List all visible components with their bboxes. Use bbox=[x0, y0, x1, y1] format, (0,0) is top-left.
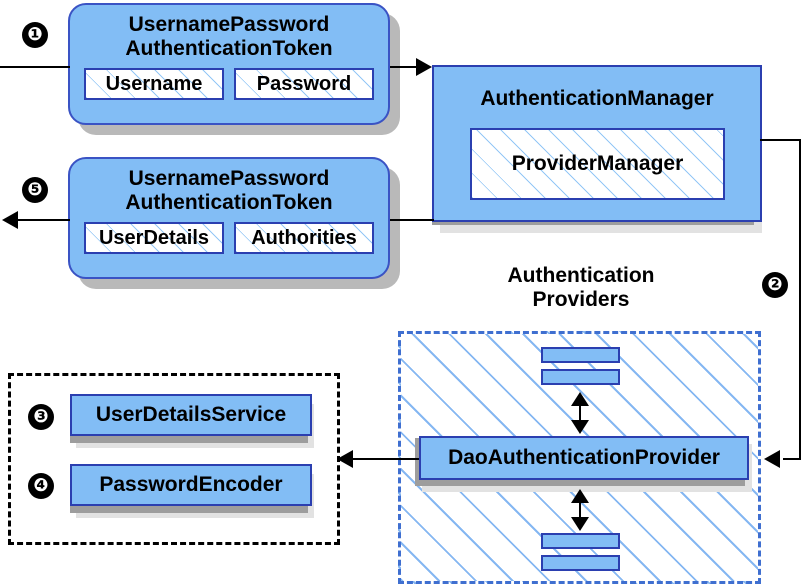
manager-to-provider-arrowhead bbox=[764, 450, 780, 468]
authentication-manager-title: AuthenticationManager bbox=[480, 87, 714, 110]
other-provider-bar-bottom-2[interactable] bbox=[541, 555, 620, 571]
step-badge-5: ❺ bbox=[22, 177, 48, 203]
step-badge-4: ❹ bbox=[28, 473, 54, 499]
manager-to-response-token-line bbox=[390, 219, 434, 221]
provider-to-support-arrowhead bbox=[337, 450, 353, 468]
other-provider-bar-top-2[interactable] bbox=[541, 369, 620, 385]
response-token-fields: UserDetails Authorities bbox=[70, 222, 388, 255]
passwordencoder-title: PasswordEncoder bbox=[99, 473, 283, 496]
response-out-line bbox=[18, 219, 70, 221]
authentication-manager-box[interactable]: AuthenticationManager ProviderManager bbox=[432, 65, 762, 222]
userdetailsservice-title: UserDetailsService bbox=[95, 403, 287, 426]
other-provider-bar-top-1[interactable] bbox=[541, 347, 620, 363]
response-token-field-userdetails[interactable]: UserDetails bbox=[84, 222, 224, 255]
request-token-title-line2: AuthenticationToken bbox=[125, 36, 333, 60]
provider-link-bottom-arrow-down bbox=[571, 517, 589, 531]
token-to-manager-line bbox=[390, 66, 422, 68]
step-badge-3: ❸ bbox=[28, 404, 54, 430]
step-badge-2: ❷ bbox=[762, 272, 788, 298]
provider-link-top-arrow-down bbox=[571, 420, 589, 434]
response-token-title-line1: UsernamePassword bbox=[128, 167, 330, 190]
response-out-arrowhead bbox=[2, 211, 18, 229]
request-token-field-username[interactable]: Username bbox=[84, 68, 224, 101]
request-token-fields: Username Password bbox=[70, 68, 388, 101]
other-provider-bar-bottom-1[interactable] bbox=[541, 533, 620, 549]
providers-caption-line2: Providers bbox=[532, 288, 630, 312]
provider-link-bottom-line bbox=[579, 495, 581, 521]
request-token-card[interactable]: UsernamePassword AuthenticationToken Use… bbox=[68, 3, 390, 125]
passwordencoder-box[interactable]: PasswordEncoder bbox=[70, 464, 312, 506]
step-badge-1: ❶ bbox=[22, 22, 48, 48]
dao-authentication-provider-box[interactable]: DaoAuthenticationProvider bbox=[419, 436, 749, 480]
provider-manager-box[interactable]: ProviderManager bbox=[470, 128, 725, 200]
request-token-title-line1: UsernamePassword bbox=[128, 13, 330, 36]
providers-caption-line1: Authentication bbox=[507, 264, 655, 287]
dao-authentication-provider-title: DaoAuthenticationProvider bbox=[448, 446, 720, 469]
provider-link-top-arrow-up bbox=[571, 392, 589, 406]
manager-to-provider-line-bottom bbox=[783, 458, 801, 460]
request-token-field-password[interactable]: Password bbox=[234, 68, 374, 101]
provider-to-support-line bbox=[353, 458, 419, 460]
response-token-title-line2: AuthenticationToken bbox=[125, 190, 333, 214]
userdetailsservice-box[interactable]: UserDetailsService bbox=[70, 394, 312, 436]
manager-to-provider-line-right bbox=[799, 139, 801, 460]
provider-link-top-line bbox=[579, 398, 581, 424]
token-to-manager-arrowhead bbox=[416, 58, 432, 76]
providers-caption: Authentication Providers bbox=[466, 264, 696, 312]
response-token-card[interactable]: UsernamePassword AuthenticationToken Use… bbox=[68, 157, 390, 279]
provider-link-bottom-arrow-up bbox=[571, 489, 589, 503]
response-token-field-authorities[interactable]: Authorities bbox=[234, 222, 374, 255]
incoming-request-line bbox=[0, 66, 70, 68]
manager-to-provider-line-top bbox=[760, 139, 801, 141]
